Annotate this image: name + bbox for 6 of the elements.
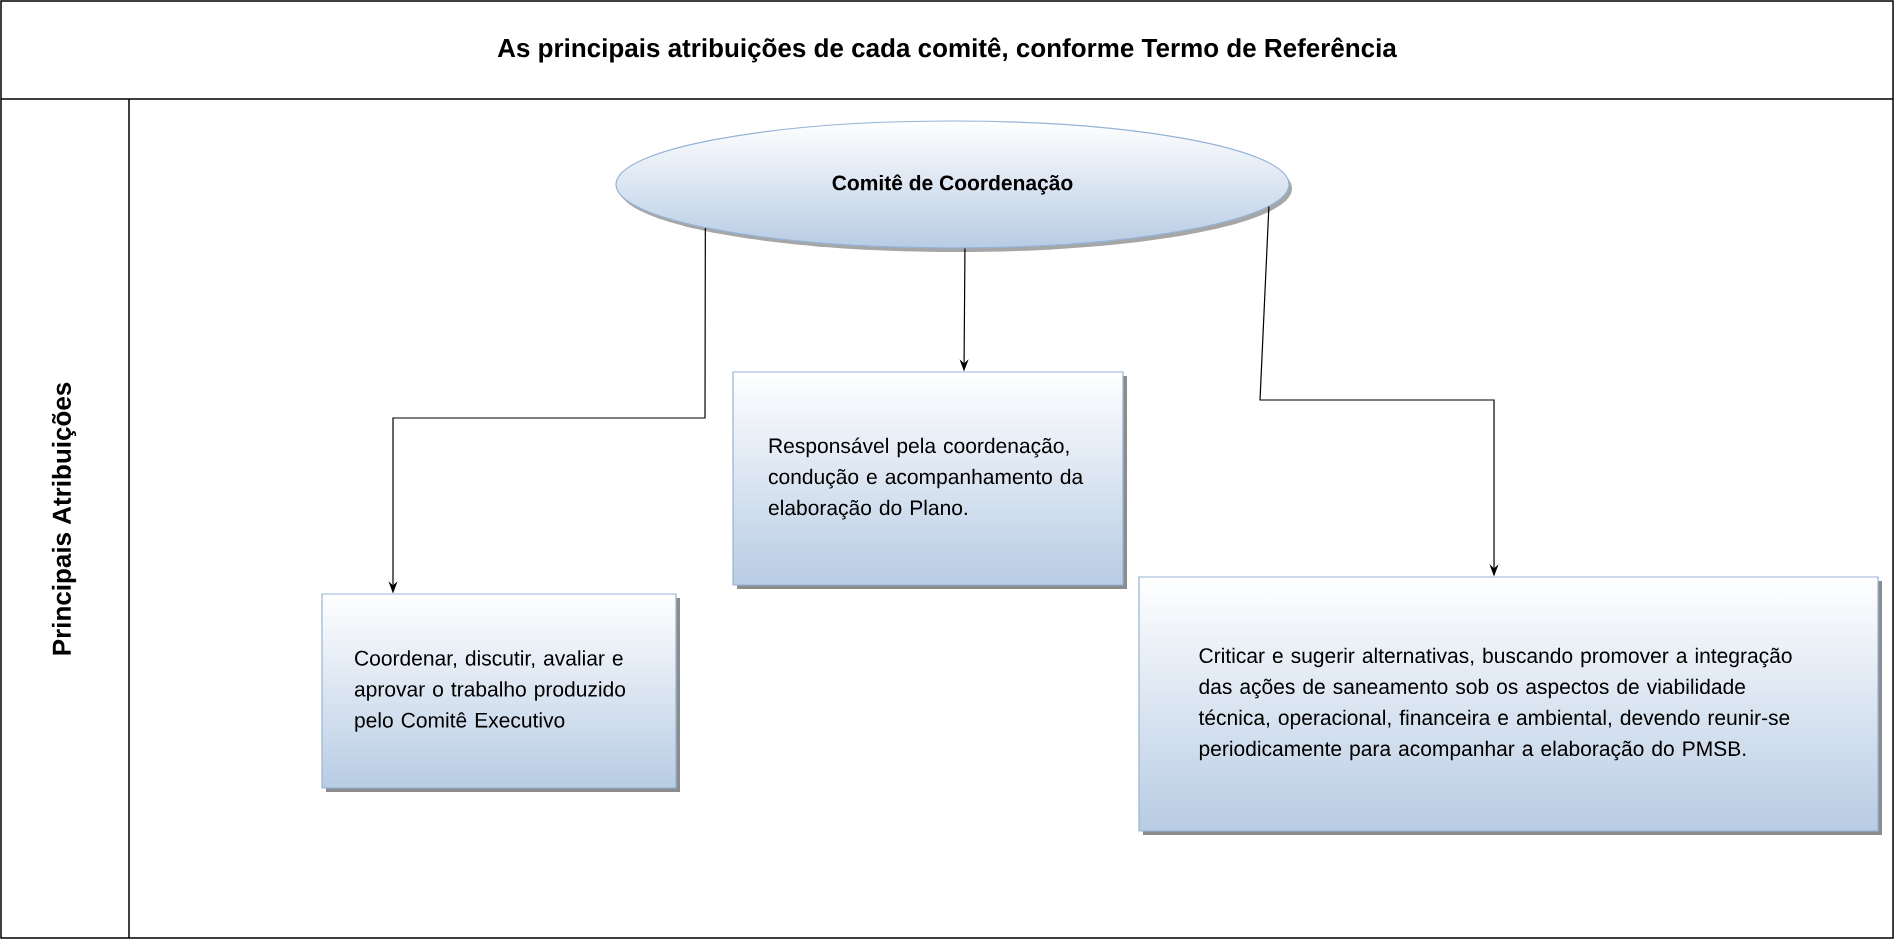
text-box: Coordenar, discutir, avaliar e aprovar o trabalho produzido pelo Comitê Executivo — [321, 593, 680, 792]
ellipse-node: Comitê de Coordenação — [615, 120, 1292, 252]
text-box: Responsável pela coordenação, condução e acompanhamento da elaboração do Plano. — [732, 371, 1127, 589]
title: As principais atribuições de cada comitê, conforme Termo de Referência — [497, 37, 1397, 63]
column-header: Principais Atribuições — [51, 382, 77, 655]
text-box: Criticar e sugerir alternativas, buscando promover a integração das ações de saneamento sob os aspectos de viabilidade técnica, operacional, financeira e ambiental, devendo reunir-se periodicamente para acompanhar a elaboração do PMSB. — [1138, 576, 1883, 835]
